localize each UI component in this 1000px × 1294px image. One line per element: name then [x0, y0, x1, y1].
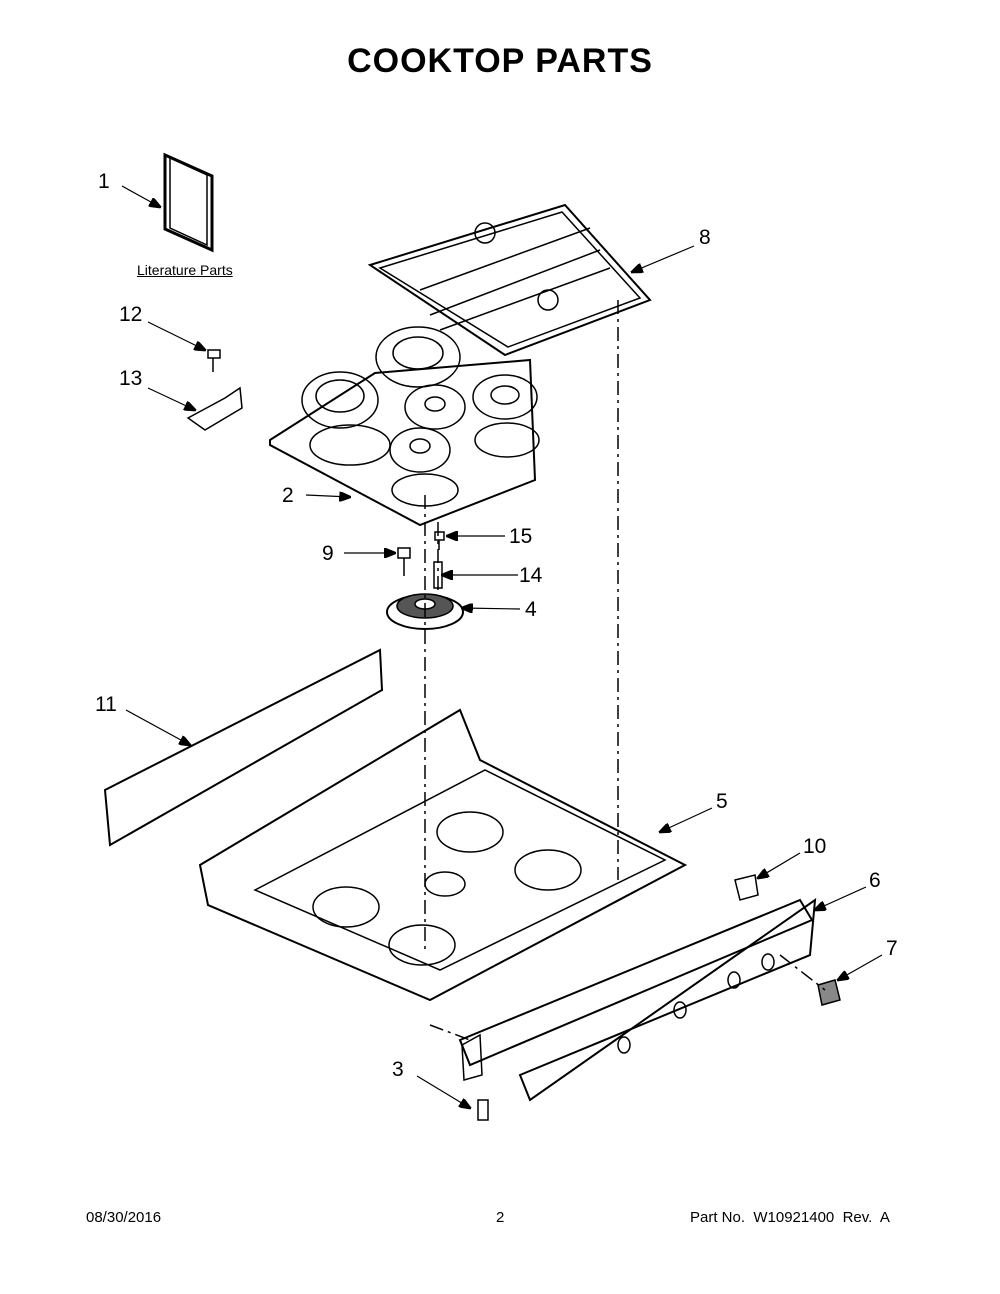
callout-8: 8	[699, 226, 711, 249]
footer-part-number: Part No. W10921400 Rev. A	[690, 1209, 890, 1226]
callout-14: 14	[519, 564, 543, 587]
cooktop-surface	[269, 326, 540, 527]
callout-7: 7	[886, 937, 898, 960]
screw-3	[477, 1099, 489, 1121]
literature-parts-label: Literature Parts	[137, 262, 233, 278]
callout-3: 3	[392, 1058, 404, 1081]
callout-13: 13	[119, 367, 143, 390]
footer-date: 08/30/2016	[86, 1209, 162, 1226]
knob	[817, 979, 841, 1006]
callout-12: 12	[119, 303, 143, 326]
callout-1: 1	[98, 170, 110, 193]
callout-9: 9	[322, 542, 334, 565]
screw-and-bracket	[186, 349, 243, 431]
burner-box	[198, 708, 688, 1002]
callout-arrows	[121, 185, 883, 1108]
callout-10: 10	[803, 835, 827, 858]
rear-shield	[103, 648, 384, 847]
burner-grate	[367, 203, 652, 357]
callout-11: 11	[95, 693, 117, 716]
footer-page-number: 2	[496, 1209, 505, 1226]
alignment-lines	[424, 300, 826, 1041]
page-title: COOKTOP PARTS	[347, 42, 653, 80]
callout-2: 2	[282, 484, 294, 507]
callout-4: 4	[525, 598, 537, 621]
literature-booklet	[163, 152, 214, 253]
callout-5: 5	[716, 790, 728, 813]
callout-15: 15	[509, 525, 533, 548]
callout-6: 6	[869, 869, 881, 892]
manifold-panel	[458, 874, 817, 1102]
